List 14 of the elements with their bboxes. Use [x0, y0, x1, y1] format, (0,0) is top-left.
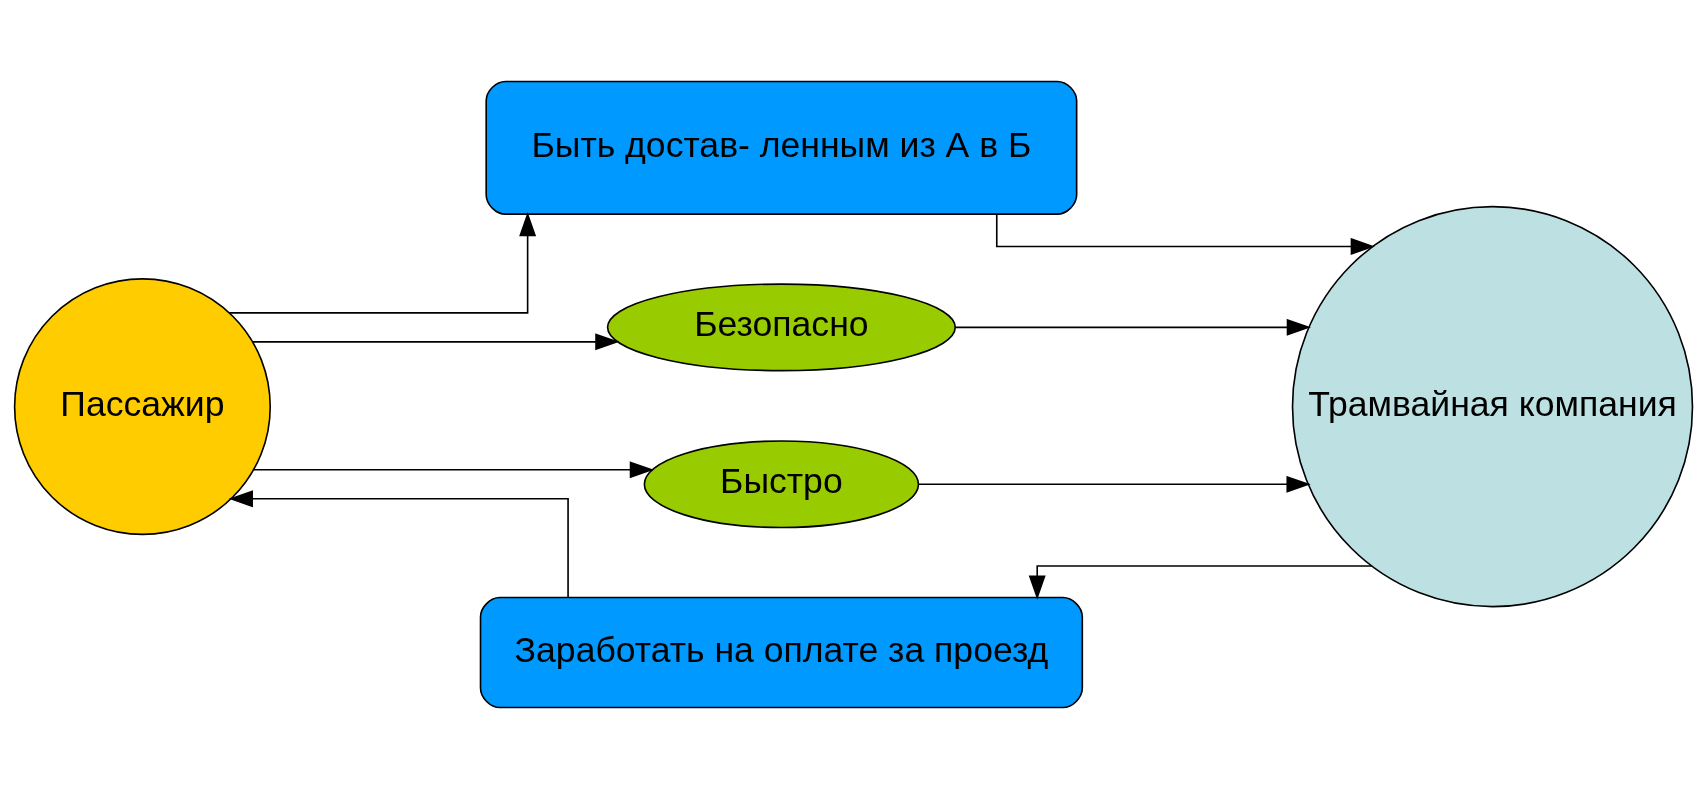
arrow [228, 211, 537, 314]
node-ellipse: Быстро [643, 439, 920, 528]
node-ellipse: Безопасно [606, 282, 957, 371]
node-circle: Пассажир [13, 277, 271, 535]
arrow [918, 475, 1311, 493]
arrow [252, 460, 655, 478]
arrow [228, 489, 569, 598]
node-box: Заработать на оплате за проезд [479, 596, 1084, 708]
arrow [995, 212, 1375, 255]
arrow [1028, 564, 1373, 600]
node-circle: Трамвайная компания [1291, 205, 1694, 607]
arrow [954, 318, 1311, 336]
node-box: Быть достав- ленным из А в Б [485, 80, 1078, 215]
arrow [252, 332, 620, 350]
